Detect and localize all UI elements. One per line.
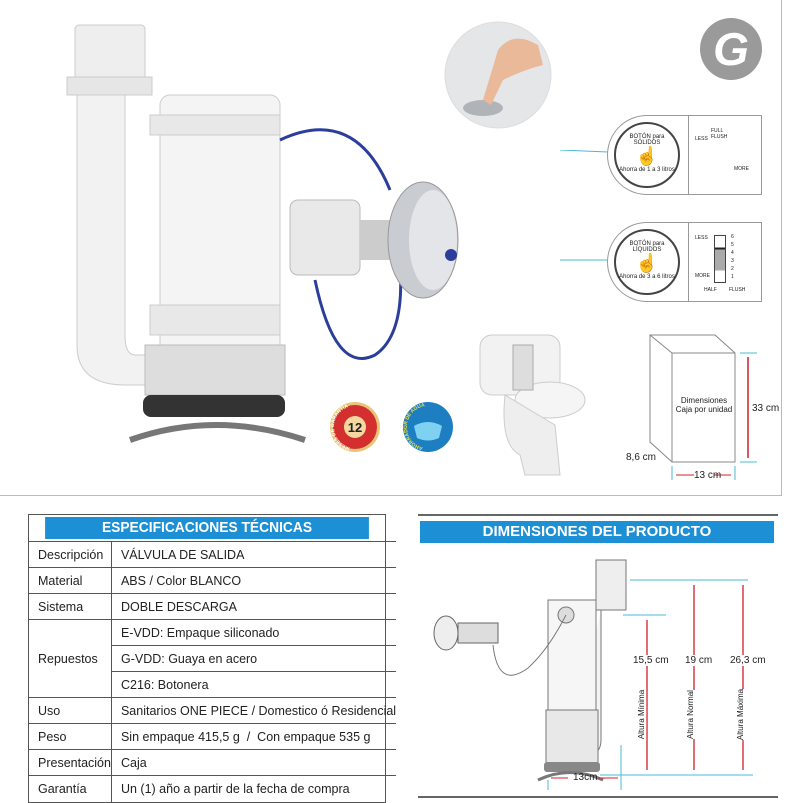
button-press-photo [444, 21, 552, 129]
product-showcase-frame [0, 0, 782, 496]
row-label: Peso [29, 723, 112, 750]
full-flush-label: FULL FLUSH [711, 128, 728, 140]
row-value: VÁLVULA DE SALIDA [111, 541, 397, 568]
row-label: Uso [29, 697, 112, 724]
row-value: Caja [111, 749, 397, 776]
box-height: 33 cm [752, 403, 780, 414]
row-value: Sanitarios ONE PIECE / Domestico ó Resid… [111, 697, 397, 724]
row-label: Material [29, 567, 112, 594]
less-label: LESS [695, 136, 708, 142]
box-dimensions-drawing [649, 334, 757, 480]
liquids-title: BOTÓN para LÍQUIDOS [629, 241, 665, 253]
row-label: Presentación [29, 749, 112, 776]
row-label: Sistema [29, 593, 112, 620]
row-label: Repuestos [29, 619, 112, 698]
product-width-value: 13cm [573, 772, 598, 783]
valve-illustration [66, 24, 459, 443]
max-height-value: 26,3 cm [730, 655, 766, 666]
solids-title: BOTÓN para SÓLIDOS [629, 134, 665, 146]
scale-tick: 5 [731, 242, 734, 248]
more-label: MORE [695, 273, 710, 279]
min-height-value: 15,5 cm [633, 655, 669, 666]
less-label: LESS [695, 235, 708, 241]
normal-height-label: Altura Normal [685, 690, 695, 739]
scale-tick: 6 [731, 234, 734, 240]
liquids-button-panel: BOTÓN para LÍQUIDOS ☝ Ahorra de 3 a 6 li… [607, 222, 762, 302]
row-value: C216: Botonera [111, 671, 397, 698]
dimensions-panel [418, 514, 778, 798]
dimensions-title: DIMENSIONES DEL PRODUCTO [420, 521, 774, 543]
row-value: Un (1) año a partir de la fecha de compr… [111, 775, 397, 802]
row-value: DOBLE DESCARGA [111, 593, 397, 620]
dimensions-drawing [433, 559, 753, 790]
solids-saving: Ahorra de 1 a 3 litros [619, 167, 675, 173]
specifications-title: ESPECIFICACIONES TÉCNICAS [45, 517, 369, 539]
toilet-illustration [479, 334, 586, 476]
scale-tick: 4 [731, 250, 734, 256]
badges: MESES DE GARANTÍA 12 AHORRADOR DE AGUA [330, 402, 453, 452]
row-value: E-VDD: Empaque siliconado [111, 619, 397, 646]
row-label: Descripción [29, 541, 112, 568]
warranty-number: 12 [348, 420, 362, 435]
liquids-saving: Ahorra de 3 a 6 litros [619, 274, 675, 280]
row-value: ABS / Color BLANCO [111, 567, 397, 594]
scale-tick: 2 [731, 266, 734, 272]
row-value: G-VDD: Guaya en acero [111, 645, 397, 672]
flush-label: FLUSH [729, 287, 746, 293]
scale-tick: 3 [731, 258, 734, 264]
max-height-label: Altura Máxima [736, 688, 746, 741]
pointer-arrows [560, 150, 609, 261]
row-value: Sin empaque 415,5 g / Con empaque 535 g [111, 723, 397, 750]
more-label: MORE [734, 166, 749, 172]
scale-tick: 1 [731, 274, 734, 280]
min-height-label: Altura Mínima [637, 689, 647, 740]
half-label: HALF [704, 287, 717, 293]
normal-height-value: 19 cm [685, 655, 713, 666]
table-row: C216: Botonera [29, 671, 397, 698]
table-row: G-VDD: Guaya en acero [29, 645, 397, 672]
box-depth: 8,6 cm [626, 452, 657, 463]
box-width: 13 cm [694, 470, 722, 481]
row-label: Garantía [29, 775, 112, 802]
solids-button-panel: BOTÓN para SÓLIDOS ☝ Ahorra de 1 a 3 lit… [607, 115, 762, 195]
brand-logo: G [700, 18, 762, 80]
